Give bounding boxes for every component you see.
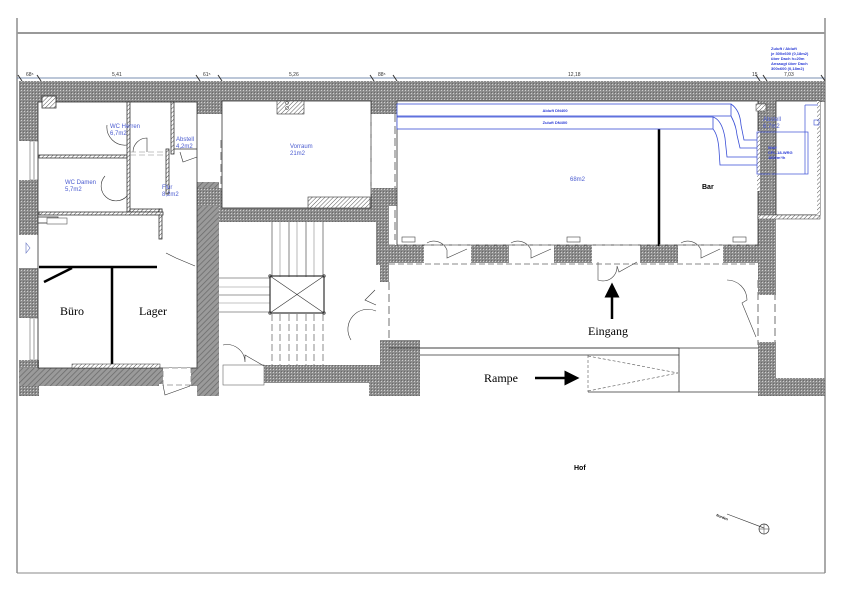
dim-label: 12,18 [568,72,581,78]
label-eingang: Eingang [588,324,628,338]
room-name: Flur [162,185,172,191]
annotation-line: 300x600 (0,18m2) [771,66,805,71]
south-wall [19,368,199,386]
device-label: CFL-18-WRG [768,150,793,155]
sheet-frame [16,18,826,574]
label-hof: Hof [574,465,586,472]
annotation-line: über Dach h=20m [771,56,805,61]
ramp [587,355,680,392]
annotation-line: je 300x600 (0,18m2) [770,51,809,56]
annotation-line: Ansaugt über Dach [771,61,808,66]
ventilation-ducts: Abluft DN400 Zuluft DN400 [396,103,757,166]
device-label: 1800m³/h [768,155,786,160]
dim-label: 68⁵ [26,72,34,78]
entrance-door [597,261,638,282]
duct-label-abluft: Abluft DN400 [542,108,568,113]
west-wall [19,268,38,318]
dim-label: 7,03 [784,72,794,78]
room-abstell-right: Abstell 6,7m2 Wolf CFL-18-WRG 1800m³/h [755,100,821,220]
west-wall [19,180,38,235]
north-wall [19,81,825,102]
stair-north-wall [219,205,389,222]
ventilation-annotation: Zuluft / Abluft je 300x600 (0,18m2) über… [770,46,809,71]
stair-eye [269,275,325,314]
stairwell [219,222,377,386]
dim-label: 61⁵ [203,72,211,78]
room-name: Vorraum [290,144,313,150]
room-area: 68m2 [570,177,586,183]
room-area: 21m2 [290,151,306,157]
room-area: 6,7m2 [110,131,127,137]
device-label: Wolf [768,145,777,150]
annotation-line: Zuluft / Abluft [771,46,798,51]
label-norden: Norden [716,513,729,521]
room-name: WC Herren [110,124,140,130]
corridor: Eingang Rampe [388,279,776,393]
dim-label: 15 [752,72,758,78]
doors [100,124,198,267]
room-name: Abstell [176,137,194,143]
room-buero-lager: Büro Lager [25,217,192,396]
dimension-line: 68⁵ 5,41 61⁵ 5,26 88⁵ 12,18 15 7,03 [17,72,826,82]
west-wall [19,81,38,141]
label-buero: Büro [60,304,84,318]
room-area: 4,2m2 [176,144,193,150]
dim-label: 5,41 [112,72,122,78]
dim-label: 5,26 [289,72,299,78]
north-arrow: Norden [716,513,770,535]
label-bar: Bar [702,184,714,191]
stair-west-wall [197,182,219,396]
room-name: WC Damen [65,180,96,186]
room-name: Abstell [763,117,781,123]
duct-label-zuluft: Zuluft DN400 [543,120,568,125]
room-area: 8,2m2 [162,192,179,198]
label-lager: Lager [139,304,167,318]
room-area: 6,7m2 [763,124,780,130]
stair-south-wall [264,365,389,383]
walls [19,81,825,396]
label-rampe: Rampe [484,371,518,385]
room-vorraum: Vorraum 21m2 [220,100,372,209]
dim-label: 88⁵ [378,72,386,78]
room-area: 5,7m2 [65,187,82,193]
